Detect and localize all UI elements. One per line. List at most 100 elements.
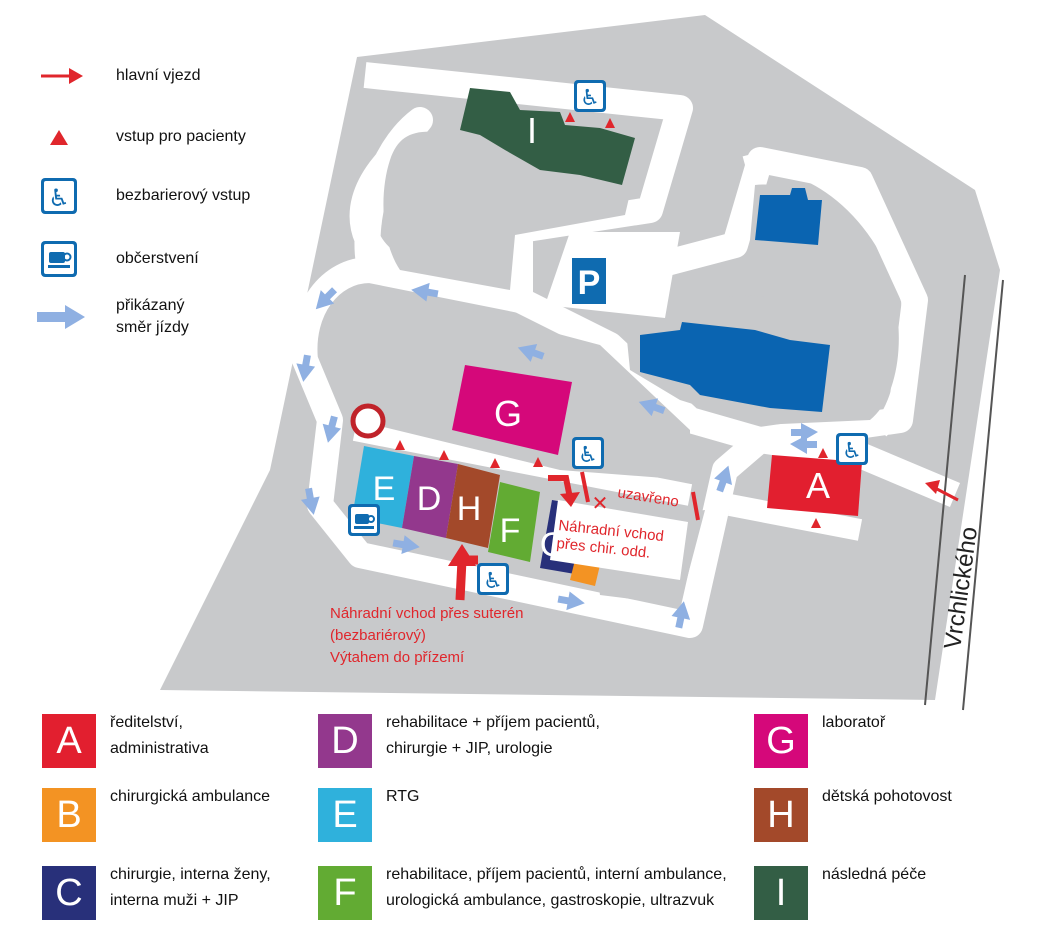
legend-label: hlavní vjezd (116, 67, 201, 84)
main-entrance-arrowhead (925, 480, 940, 494)
closed-x-icon: ✕ (592, 493, 609, 515)
coffee-cup-icon (30, 241, 88, 277)
key-item-c: C chirurgie, interna ženy, interna muži … (42, 866, 271, 920)
patient-entrance-triangle (811, 518, 821, 528)
key-description: laboratoř (822, 714, 886, 731)
loop-road (742, 153, 920, 437)
blue-arrow-icon (714, 465, 733, 493)
building-h-label: H (457, 490, 482, 528)
parking-sign (572, 258, 606, 304)
blue-arrow-icon (638, 398, 666, 417)
svg-text:♿: ♿ (842, 438, 862, 463)
key-description: RTG (386, 788, 420, 805)
blue-building-small (755, 188, 822, 245)
building-d (402, 456, 458, 538)
legend-item-refreshment: občerstvení (30, 241, 199, 277)
building-d-label: D (417, 480, 442, 518)
key-item-b: B chirurgická ambulance (42, 788, 270, 842)
blue-building-large (640, 322, 830, 412)
blue-arrow-icon (322, 415, 342, 443)
building-g (452, 365, 572, 455)
key-description: rehabilitace + příjem pacientů, chirurgi… (386, 714, 600, 757)
patient-entrance-triangle (818, 448, 828, 458)
building-e-label: E (373, 470, 396, 508)
building-a (767, 455, 862, 516)
legend-item-patient-entrance: vstup pro pacienty (30, 120, 246, 154)
patient-entrance-triangle (490, 458, 500, 468)
building-i-label: I (527, 110, 537, 151)
coffee-cup-icon (348, 504, 380, 536)
blue-arrow-icon (557, 591, 585, 611)
legend-label: přikázaný směr jízdy (116, 297, 189, 336)
key-letter-box: C (42, 866, 96, 920)
key-description: chirurgická ambulance (110, 788, 271, 805)
patient-entrance-triangle (533, 457, 543, 467)
svg-text:♿: ♿ (48, 185, 70, 212)
legend-item-mandatory-direction: přikázaný směr jízdy (30, 295, 189, 339)
alt-entrance-box (550, 500, 688, 580)
blue-arrow-icon (392, 535, 420, 554)
building-g-label: G (494, 393, 522, 434)
patient-entrance-triangle (439, 450, 449, 460)
key-letter-box: G (754, 714, 808, 768)
key-description: dětská pohotovost (822, 788, 952, 805)
building-a-label: A (806, 465, 830, 506)
legend-label: bezbarierový vstup (116, 187, 251, 204)
svg-text:♿: ♿ (578, 442, 598, 467)
key-description: chirurgie, interna ženy, interna muži + … (110, 866, 271, 909)
parking-label: P (578, 264, 601, 302)
wheelchair-icon: ♿ (30, 178, 88, 214)
chir-entrance-arrow (548, 475, 573, 499)
key-item-i: I následná péče (754, 866, 926, 920)
closed-bar-right (691, 491, 700, 521)
key-letter-box: A (42, 714, 96, 768)
blue-arrow-icon (671, 601, 691, 629)
blue-arrow-icon (791, 423, 818, 442)
closed-bar-left (580, 471, 590, 503)
patient-entrance-triangle (605, 118, 615, 128)
street-line-right (962, 279, 1004, 711)
patient-entrance-triangle (565, 112, 575, 122)
direction-arrows (296, 282, 818, 629)
building-f (488, 482, 540, 562)
blue-arrow-icon (315, 287, 338, 310)
key-letter-box: E (318, 788, 372, 842)
key-description: následná péče (822, 866, 927, 883)
svg-text:♿: ♿ (580, 85, 600, 110)
blue-arrow-icon (300, 487, 320, 515)
building-i (460, 88, 635, 185)
key-item-g: G laboratoř (754, 714, 885, 768)
key-letter-box: I (754, 866, 808, 920)
blue-arrow-icon (790, 435, 817, 454)
key-item-e: E RTG (318, 788, 419, 842)
key-item-f: F rehabilitace, příjem pacientů, interní… (318, 866, 727, 920)
legend-label: vstup pro pacienty (116, 128, 246, 145)
key-letter-box: F (318, 866, 372, 920)
key-description: rehabilitace, příjem pacientů, interní a… (386, 866, 727, 909)
red-arrow-icon (30, 59, 88, 93)
building-f-label: F (500, 512, 521, 550)
red-triangle-icon (30, 120, 88, 154)
blue-arrow-icon (296, 354, 316, 382)
no-entry-sign (350, 403, 386, 439)
key-letter-box: D (318, 714, 372, 768)
alt-entrance-basement-label: Náhradní vchod přes suterén (bezbariérov… (330, 605, 528, 666)
service-road (352, 419, 863, 541)
wheelchair-icon: ♿ (574, 80, 606, 112)
legend-item-main-entrance: hlavní vjezd (30, 59, 201, 93)
blue-arrow-icon (411, 282, 439, 302)
basement-entrance-arrowhead (448, 544, 476, 566)
legend-label: občerstvení (116, 250, 199, 267)
main-entrance-arrow (934, 486, 959, 502)
key-item-d: D rehabilitace + příjem pacientů, chirur… (318, 714, 600, 768)
key-item-h: H dětská pohotovost (754, 788, 952, 842)
key-description: ředitelství, administrativa (110, 714, 209, 757)
wheelchair-icon: ♿ (572, 437, 604, 469)
patient-entrance-triangle (395, 440, 405, 450)
building-h (446, 464, 500, 548)
blue-arrow-icon (30, 300, 88, 334)
key-letter-box: B (42, 788, 96, 842)
svg-text:♿: ♿ (483, 568, 503, 593)
key-item-a: A ředitelství, administrativa (42, 714, 209, 768)
